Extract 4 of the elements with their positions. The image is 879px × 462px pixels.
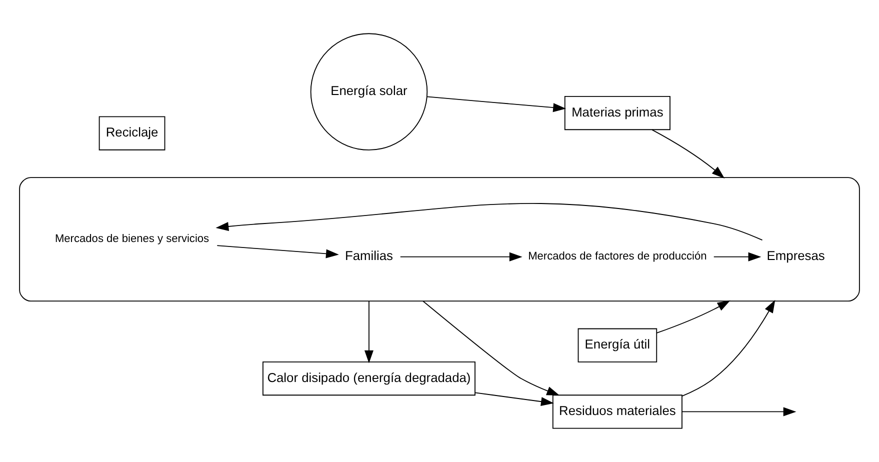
node-text: Mercados de bienes y servicios	[54, 233, 210, 246]
node-text: Mercados de factores de producción	[528, 250, 707, 263]
node-text: Empresas	[766, 248, 825, 264]
node-text: Familias	[344, 248, 393, 264]
